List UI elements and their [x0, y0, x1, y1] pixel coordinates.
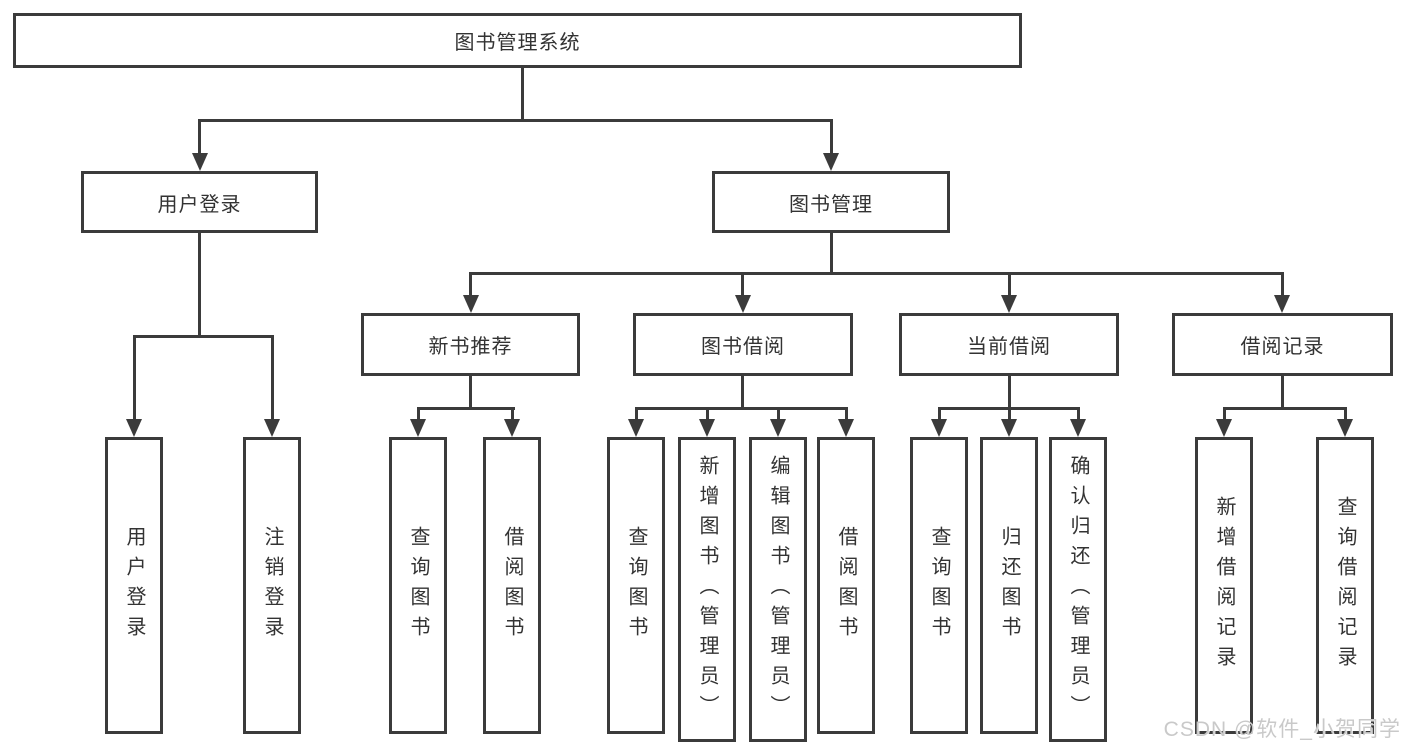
- node-label: 编辑图书（管理员）: [767, 454, 789, 725]
- arrowhead-down-icon: [1001, 419, 1017, 437]
- node-bb-edit-books-admin: 编辑图书（管理员）: [749, 437, 807, 742]
- connector-login-vertical: [198, 233, 201, 337]
- node-label: 图书管理: [789, 193, 873, 216]
- node-br-add-record: 新增借阅记录: [1195, 437, 1253, 734]
- connector-login-horizontal: [133, 335, 274, 338]
- node-label: 用户登录: [157, 193, 242, 216]
- node-borrowing-records: 借阅记录: [1172, 313, 1393, 376]
- node-user-login-group: 用户登录: [81, 171, 318, 233]
- connector-stub-cb-query: [938, 407, 941, 421]
- connector-borrow-horizontal: [635, 407, 847, 410]
- connector-newrec-horizontal: [417, 407, 515, 410]
- node-label: 借阅记录: [1240, 336, 1325, 358]
- arrowhead-down-icon: [463, 295, 479, 313]
- node-user-login: 用户登录: [105, 437, 163, 734]
- connector-stub-bb-edit: [777, 407, 780, 421]
- arrowhead-down-icon: [126, 419, 142, 437]
- arrowhead-down-icon: [410, 419, 426, 437]
- arrowhead-down-icon: [1216, 419, 1232, 437]
- node-label: 借阅图书: [835, 525, 857, 646]
- node-label: 图书借阅: [701, 336, 785, 358]
- node-label: 新书推荐: [428, 336, 513, 358]
- node-label: 确认归还（管理员）: [1067, 454, 1089, 725]
- node-cb-confirm-return-admin: 确认归还（管理员）: [1049, 437, 1107, 742]
- arrowhead-down-icon: [628, 419, 644, 437]
- node-current-borrowing: 当前借阅: [899, 313, 1119, 376]
- node-logout: 注销登录: [243, 437, 301, 734]
- node-new-book-recommendation: 新书推荐: [361, 313, 580, 376]
- node-book-management: 图书管理: [712, 171, 950, 233]
- arrowhead-down-icon: [1274, 295, 1290, 313]
- connector-stub-logout: [271, 335, 274, 421]
- connector-stub-nb-borrow: [511, 407, 514, 421]
- arrowhead-down-icon: [1070, 419, 1086, 437]
- node-label: 图书管理系统: [454, 32, 581, 54]
- node-label: 当前借阅: [967, 336, 1051, 358]
- node-label: 查询借阅记录: [1334, 495, 1356, 676]
- connector-record-vertical: [1281, 376, 1284, 409]
- connector-stub-record: [1281, 272, 1284, 297]
- connector-root-vertical: [521, 68, 524, 122]
- node-nb-borrow-books: 借阅图书: [483, 437, 541, 734]
- connector-stub-bookmgmt: [830, 119, 833, 155]
- connector-stub-bb-add: [706, 407, 709, 421]
- connector-newrec-vertical: [469, 376, 472, 409]
- arrowhead-down-icon: [931, 419, 947, 437]
- connector-stub-borrow: [741, 272, 744, 297]
- arrowhead-down-icon: [192, 153, 208, 171]
- node-bb-add-books-admin: 新增图书（管理员）: [678, 437, 736, 742]
- arrowhead-down-icon: [699, 419, 715, 437]
- node-label: 新增借阅记录: [1213, 495, 1235, 676]
- arrowhead-down-icon: [770, 419, 786, 437]
- node-label: 查询图书: [928, 525, 950, 646]
- connector-stub-user-login: [133, 335, 136, 421]
- connector-record-horizontal: [1223, 407, 1347, 410]
- node-label: 查询图书: [407, 525, 429, 646]
- arrowhead-down-icon: [1337, 419, 1353, 437]
- connector-stub-br-add: [1223, 407, 1226, 421]
- connector-stub-new-rec: [469, 272, 472, 297]
- arrowhead-down-icon: [264, 419, 280, 437]
- connector-borrow-vertical: [741, 376, 744, 409]
- connector-stub-current: [1008, 272, 1011, 297]
- arrowhead-down-icon: [823, 153, 839, 171]
- arrowhead-down-icon: [838, 419, 854, 437]
- node-nb-query-books: 查询图书: [389, 437, 447, 734]
- node-bb-borrow-books: 借阅图书: [817, 437, 875, 734]
- connector-current-vertical: [1008, 376, 1011, 409]
- connector-bookmgmt-horizontal: [469, 272, 1283, 275]
- node-label: 归还图书: [998, 525, 1020, 646]
- connector-stub-bb-borrow: [845, 407, 848, 421]
- arrowhead-down-icon: [504, 419, 520, 437]
- node-library-management-system: 图书管理系统: [13, 13, 1022, 68]
- node-label: 查询图书: [625, 525, 647, 646]
- connector-stub-nb-query: [417, 407, 420, 421]
- node-label: 注销登录: [261, 525, 283, 646]
- csdn-watermark: CSDN @软件_小贺同学: [1163, 718, 1401, 741]
- arrowhead-down-icon: [735, 295, 751, 313]
- arrowhead-down-icon: [1001, 295, 1017, 313]
- node-label: 借阅图书: [501, 525, 523, 646]
- node-cb-return-books: 归还图书: [980, 437, 1038, 734]
- connector-stub-login: [198, 119, 201, 155]
- node-label: 新增图书（管理员）: [696, 454, 718, 725]
- connector-stub-cb-confirm: [1077, 407, 1080, 421]
- node-br-query-record: 查询借阅记录: [1316, 437, 1374, 734]
- connector-stub-bb-query: [635, 407, 638, 421]
- node-label: 用户登录: [123, 525, 145, 646]
- node-bb-query-books: 查询图书: [607, 437, 665, 734]
- node-book-borrowing: 图书借阅: [633, 313, 853, 376]
- node-cb-query-books: 查询图书: [910, 437, 968, 734]
- connector-stub-br-query: [1344, 407, 1347, 421]
- connector-stub-cb-return: [1008, 407, 1011, 421]
- connector-root-horizontal: [198, 119, 833, 122]
- connector-bookmgmt-vertical: [830, 233, 833, 274]
